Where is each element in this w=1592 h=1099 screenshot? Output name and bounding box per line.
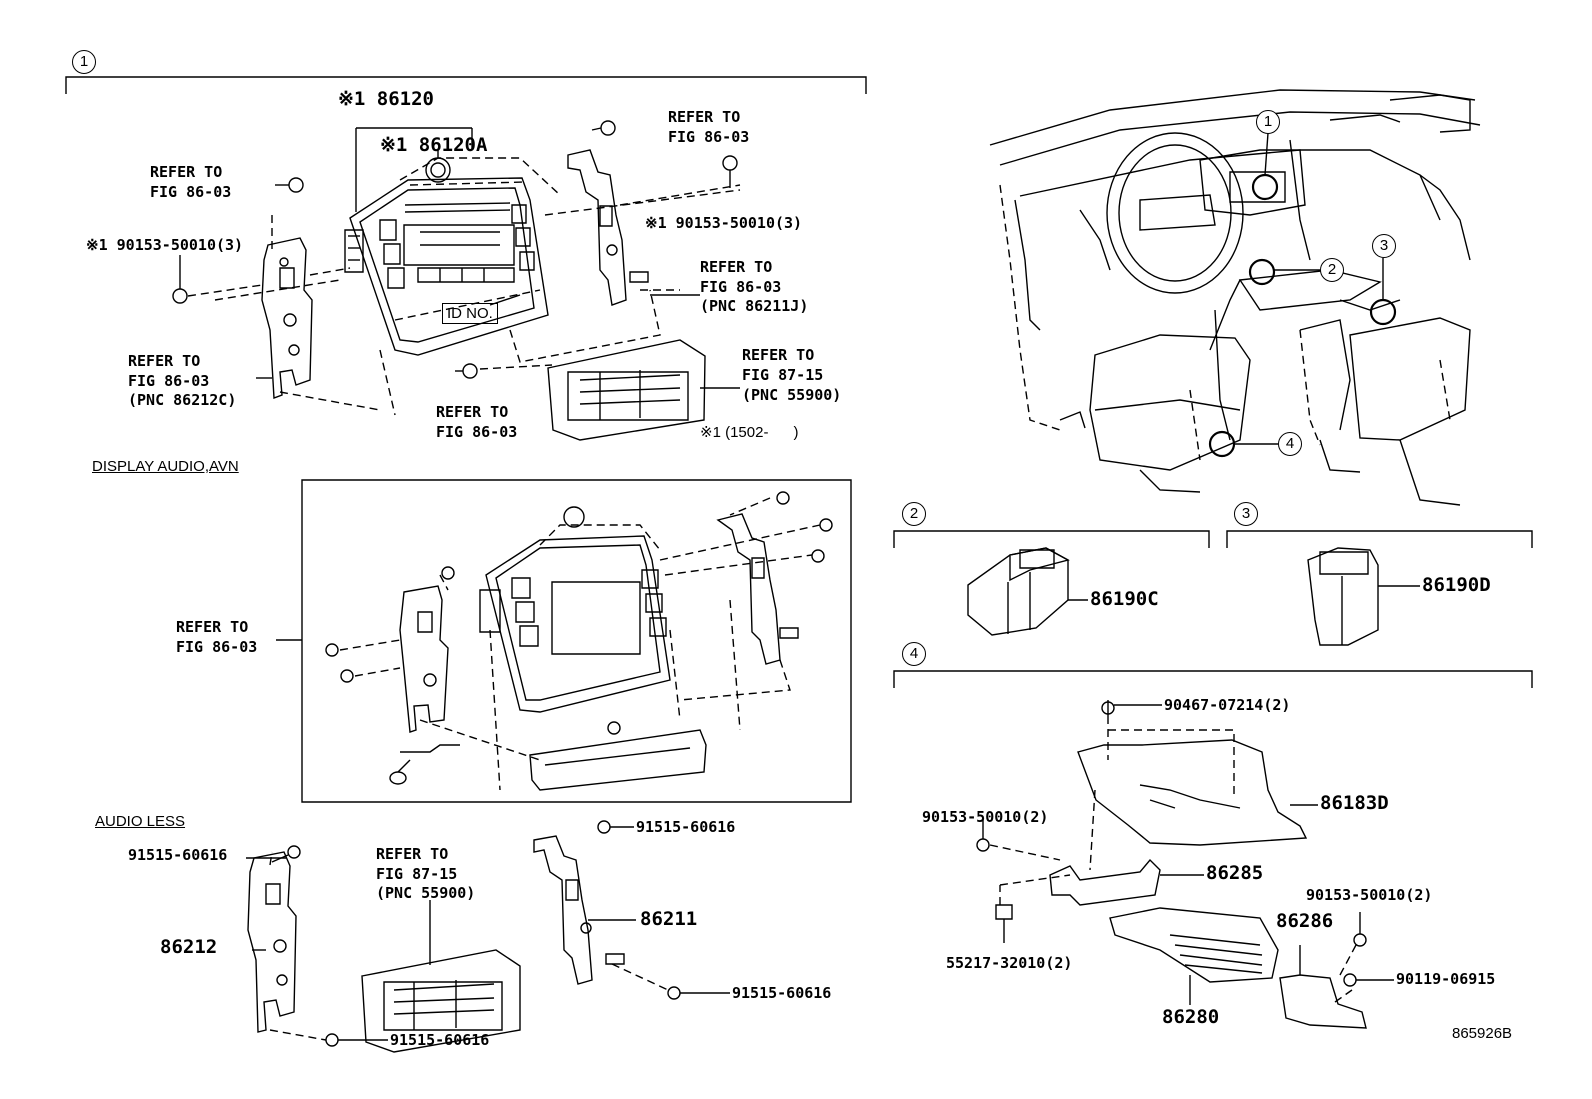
part-label-86285: 86285 [1206, 862, 1264, 884]
bolt-label-section4-left: 90153-50010(2) [922, 808, 1049, 826]
climate-panel-drawing [548, 340, 705, 440]
audio-less-bolt-top-right: 91515-60616 [636, 818, 736, 836]
section4-dashed [990, 716, 1356, 1002]
part-label-86190d: 86190D [1422, 574, 1491, 596]
display-audio-frame [276, 480, 851, 802]
car-marker-1: 1 [1256, 110, 1280, 134]
car-marker-2: 2 [1320, 258, 1344, 282]
refer-label-d-line1: REFER TO [128, 352, 201, 370]
id-no-label: ID NO. [442, 303, 498, 324]
car-location-leaders [1234, 133, 1383, 444]
switch-86190c-drawing [968, 548, 1088, 635]
section2-bracket [894, 531, 1209, 548]
bolt-label-right: ※1 90153-50010(3) [645, 214, 803, 232]
car-marker-4: 4 [1278, 432, 1302, 456]
dashed-lines-section1 [188, 158, 740, 415]
audio-less-refer-line2: FIG 87-15 [376, 865, 458, 883]
part-label-86120a: ※1 86120A [380, 134, 488, 156]
audio-less-refer-line3: (PNC 55900) [376, 884, 476, 902]
refer-label-b-line1: REFER TO [668, 108, 741, 126]
audio-less-heading: AUDIO LESS [95, 813, 186, 830]
refer-label-d-line3: (PNC 86212C) [128, 391, 237, 409]
section3-bracket [1227, 531, 1532, 548]
section-marker-1: 1 [72, 50, 96, 74]
screw-label-90467: 90467-07214(2) [1164, 696, 1291, 714]
refer-label-e-line1: REFER TO [436, 403, 509, 421]
part-label-86286: 86286 [1276, 910, 1334, 932]
audio-less-dashed [270, 852, 668, 1040]
part-label-86212: 86212 [160, 936, 218, 958]
section1-bracket [66, 77, 866, 94]
refer-label-c-line2: FIG 86-03 [700, 278, 782, 296]
display-audio-refer-line2: FIG 86-03 [176, 638, 258, 656]
refer-label-a-line2: FIG 86-03 [150, 183, 232, 201]
audio-less-bolt-top-left: 91515-60616 [128, 846, 228, 864]
left-bracket-drawing [262, 238, 312, 398]
section-marker-3: 3 [1234, 502, 1258, 526]
section-marker-4: 4 [902, 642, 926, 666]
bolts-section1 [173, 121, 737, 378]
section4-drawing [977, 700, 1394, 1028]
audio-less-bolt-bottom-right: 91515-60616 [732, 984, 832, 1002]
car-marker-3: 3 [1372, 234, 1396, 258]
display-audio-dashed [340, 498, 820, 790]
head-unit-bezel-drawing [345, 158, 548, 355]
bolt-label-left: ※1 90153-50010(3) [86, 236, 244, 254]
note-1502: ※1 (1502- ) [700, 424, 799, 441]
refer-label-climate-line2: FIG 87-15 [742, 366, 824, 384]
refer-label-e-line2: FIG 86-03 [436, 423, 518, 441]
refer-label-c-line3: (PNC 86211J) [700, 297, 809, 315]
right-bracket-drawing [568, 150, 648, 305]
refer-label-climate-line3: (PNC 55900) [742, 386, 842, 404]
refer-label-b-line2: FIG 86-03 [668, 128, 750, 146]
refer-label-c-line1: REFER TO [700, 258, 773, 276]
clip-label-55217: 55217-32010(2) [946, 954, 1073, 972]
section-marker-2: 2 [902, 502, 926, 526]
display-audio-refer-line1: REFER TO [176, 618, 249, 636]
section4-bracket [894, 671, 1532, 688]
figure-code: 865926B [1452, 1025, 1513, 1042]
part-label-86183d: 86183D [1320, 792, 1389, 814]
audio-less-leaders [246, 827, 730, 1040]
car-interior-drawing [990, 90, 1480, 505]
refer-label-d-line2: FIG 86-03 [128, 372, 210, 390]
part-label-86211: 86211 [640, 908, 698, 930]
car-location-rings [1210, 175, 1395, 456]
leaders-section1 [256, 128, 740, 388]
part-label-86190c: 86190C [1090, 588, 1159, 610]
part-label-86120: ※1 86120 [338, 88, 434, 110]
audio-less-bolt-bottom-left: 91515-60616 [390, 1031, 490, 1049]
refer-label-a-line1: REFER TO [150, 163, 223, 181]
display-audio-drawing [326, 492, 832, 790]
audio-less-drawing [248, 821, 680, 1052]
display-audio-heading: DISPLAY AUDIO,AVN [92, 458, 239, 475]
switch-86190d-drawing [1308, 548, 1420, 645]
part-label-86280: 86280 [1162, 1006, 1220, 1028]
car-interior-dashed [1000, 185, 1450, 460]
refer-label-climate-line1: REFER TO [742, 346, 815, 364]
audio-less-refer-line1: REFER TO [376, 845, 449, 863]
bolt-label-section4-right: 90153-50010(2) [1306, 886, 1433, 904]
screw-label-90119: 90119-06915 [1396, 970, 1496, 988]
